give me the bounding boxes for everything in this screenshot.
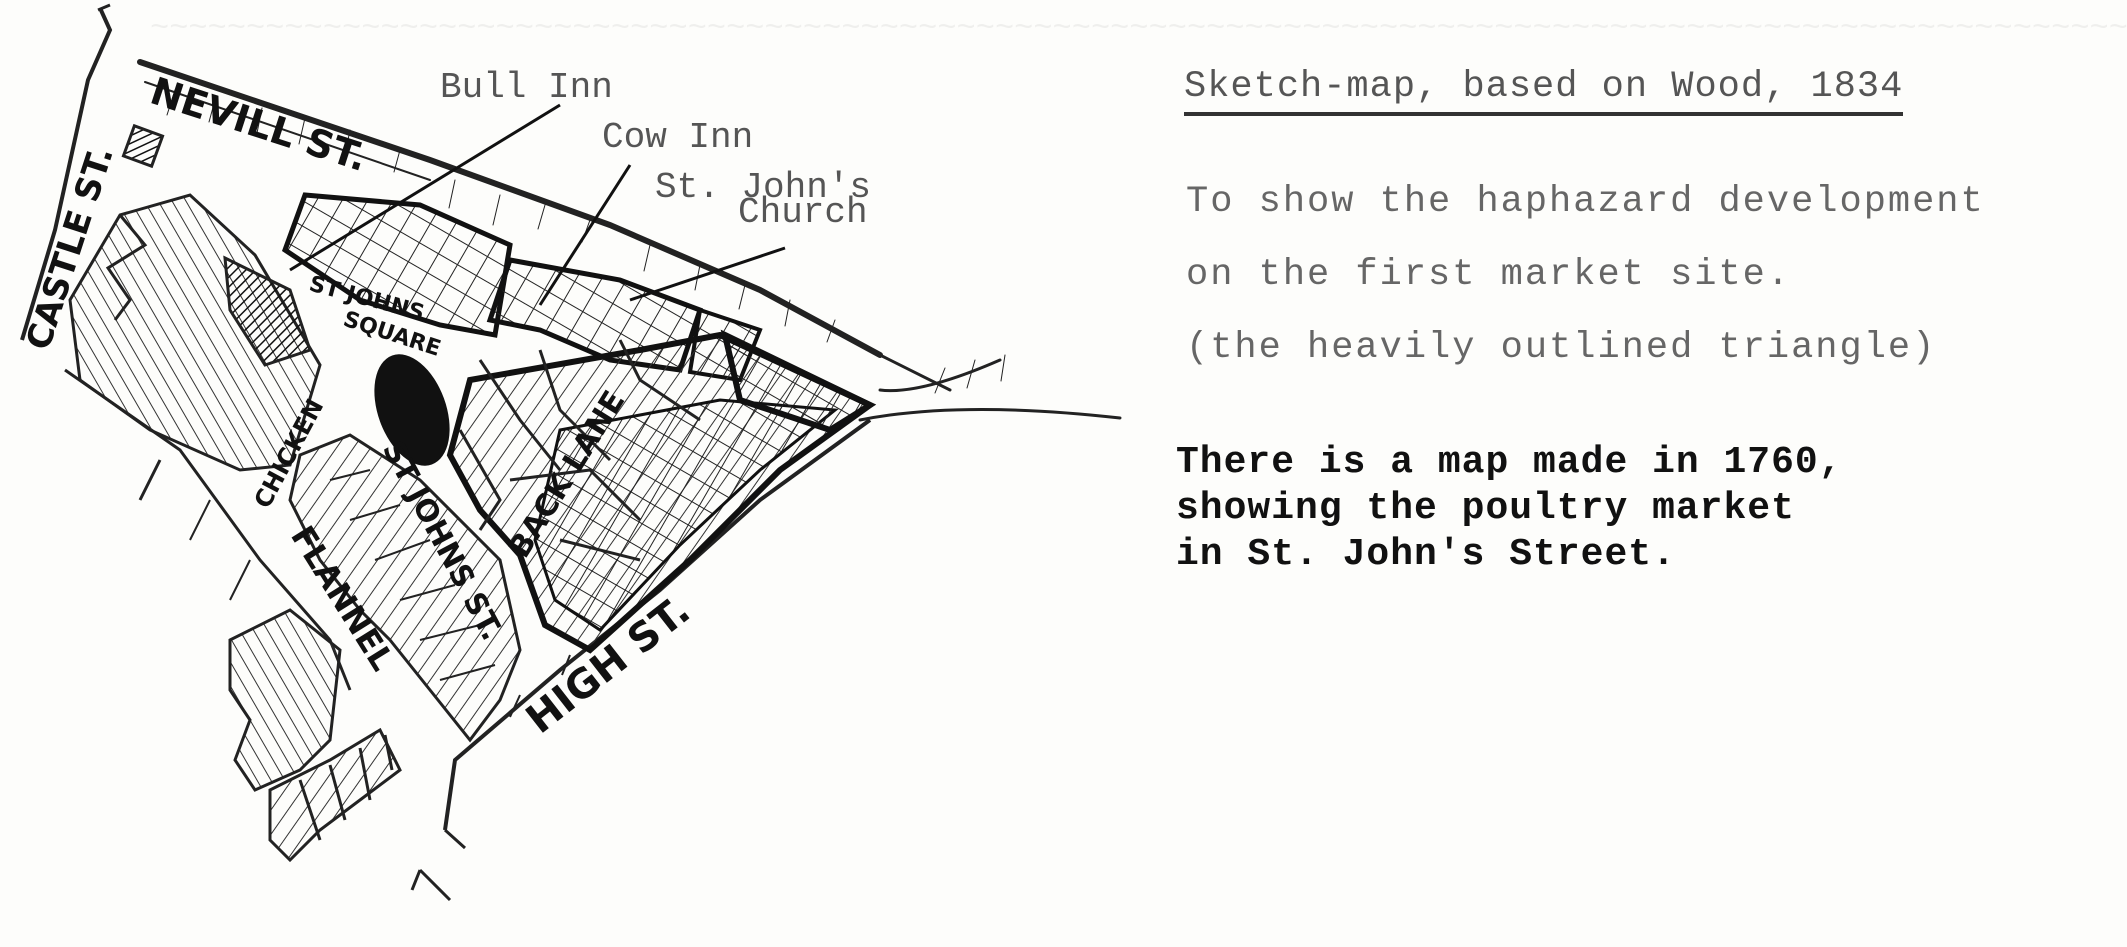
castle-street-edge	[20, 3, 113, 341]
nevill-street-edge	[137, 59, 1122, 422]
bull-inn-block	[281, 192, 513, 338]
label-cow-inn: Cow Inn	[602, 117, 753, 158]
label-church: Church	[738, 192, 868, 233]
caption-line: (the heavily outlined triangle)	[1186, 327, 1937, 369]
st-johns-square-mass	[374, 354, 450, 466]
block-flannel-strip	[288, 433, 522, 743]
flannel-strip-divisions	[329, 469, 496, 681]
note-line: showing the poultry market	[1176, 487, 1795, 530]
caption-description: To show the haphazard development on the…	[1186, 166, 1985, 385]
block-north-west	[223, 255, 312, 367]
triangle-divisions	[458, 339, 701, 562]
block-west	[68, 193, 322, 472]
block-south-strips	[268, 727, 402, 863]
south-strip-divisions	[298, 734, 394, 841]
caption-line: To show the haphazard development	[1186, 181, 1985, 223]
handwritten-note: There is a map made in 1760, showing the…	[1176, 440, 1843, 578]
note-line: in St. John's Street.	[1176, 533, 1676, 576]
caption-line: on the first market site.	[1186, 254, 1792, 296]
label-bull-inn: Bull Inn	[440, 67, 613, 108]
note-line: There is a map made in 1760,	[1176, 441, 1843, 484]
small-building	[121, 123, 165, 169]
market-triangle-corner	[720, 329, 877, 434]
block-west-outline	[105, 214, 148, 321]
label-leaders	[289, 103, 786, 306]
label-nevill-st: NEVILL ST.	[145, 69, 373, 180]
caption-title: Sketch-map, based on Wood, 1834	[1184, 66, 1904, 116]
label-st-johns: St. John's	[655, 167, 871, 208]
block-south-west	[228, 608, 342, 792]
